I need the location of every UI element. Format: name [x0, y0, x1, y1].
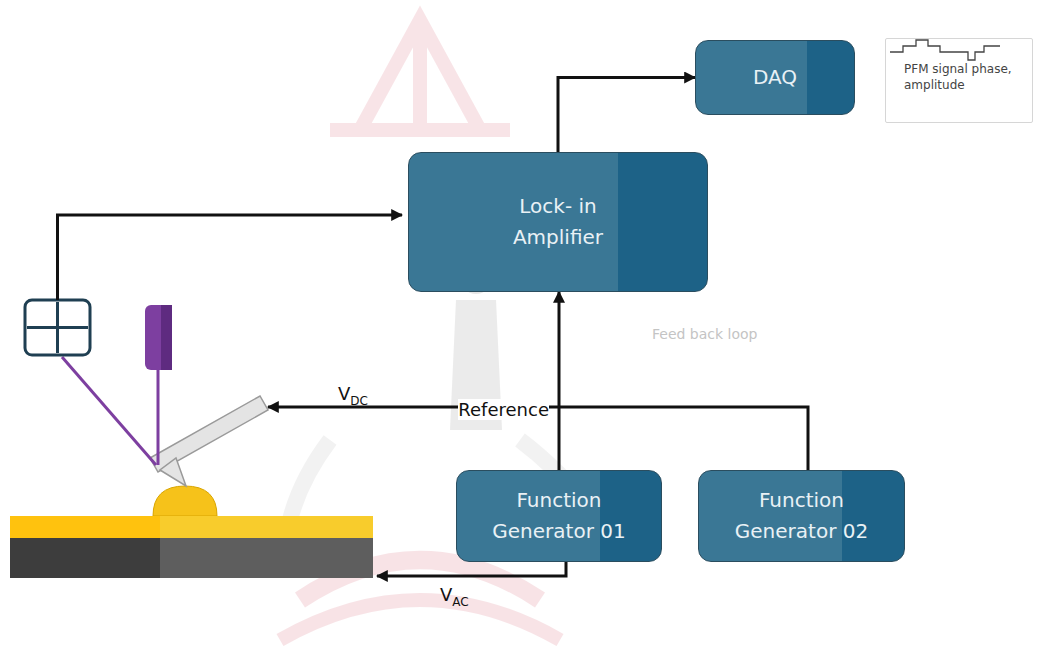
signal-arrow — [558, 78, 695, 153]
cantilever — [150, 396, 268, 486]
generator-box: Function Generator 02 — [698, 470, 905, 562]
sample — [10, 486, 373, 578]
edge-label: Reference — [458, 399, 549, 420]
node-text: DAQ — [753, 62, 797, 93]
node-text: Function Generator 02 — [727, 485, 877, 547]
daq-box: DAQ — [695, 40, 855, 115]
node-text: Lock- in Amplifier — [483, 191, 633, 253]
signal-name: VAC — [440, 584, 469, 609]
vac-wire — [377, 562, 566, 576]
node-text: Function Generator 01 — [484, 485, 634, 547]
signal-note: PFM signal phase, amplitude — [885, 38, 1033, 123]
photodetector — [25, 300, 90, 355]
detector-wire — [58, 215, 403, 300]
pfm-waveform — [890, 40, 1000, 60]
node-text: PFM signal phase, amplitude — [904, 61, 1016, 93]
lockin-box: Lock- in Amplifier — [408, 152, 708, 292]
generator-box: Function Generator 01 — [456, 470, 662, 562]
note-label: Feed back loop — [652, 326, 757, 342]
signal-arrow — [558, 292, 561, 470]
signal-name: VDC — [338, 383, 368, 408]
